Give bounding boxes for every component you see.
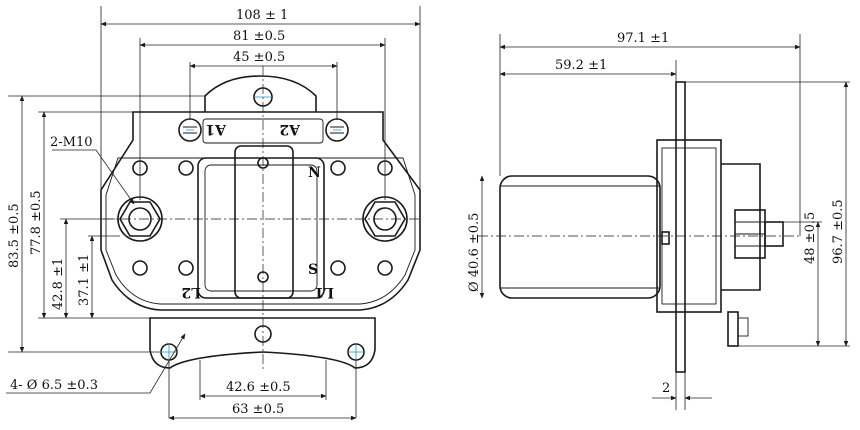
dim-stud-height-side: 48 ±0.5 [803,212,818,264]
front-extension-lines [100,6,421,418]
pole-n-label: N [308,165,321,181]
coil-can-edges [500,185,660,289]
dim-stud-height-2: 37.1 ±1 [77,254,92,306]
hole-callout-leader [6,333,186,394]
dim-total-height: 96.7 ±0.5 [831,199,846,264]
dim-height: 83.5 ±0.5 [7,203,22,268]
terminal-a2-label: A2 [279,121,301,137]
coil-cover-center-strip [234,145,294,299]
dim-stud-height: 42.8 ±1 [51,258,66,310]
coil-cover [197,157,325,299]
coil-cover-inner [204,164,318,292]
screw [178,260,194,276]
thread-callout: 2-M10 [50,135,93,150]
screw [178,160,194,176]
dim-overall-width: 108 ± 1 [236,8,288,23]
front-extension-lines-h [8,95,205,353]
pole-s-label: S [308,262,318,278]
dim-bottom-holes: 42.6 ±0.5 [226,380,291,395]
side-stud-nut-faces [735,221,765,247]
dim-diameter: Ø 40.6 ±0.5 [467,213,482,292]
screw [132,260,148,276]
terminal-l1-label: L1 [314,284,334,300]
screw [330,160,346,176]
side-view: 97.1 ±1 59.2 ±1 Ø 40.6 ±0.5 48 ±0.5 96.7… [467,31,850,410]
dim-top-holes: 45 ±0.5 [233,50,285,65]
side-small-terminal-cap [737,317,749,337]
side-small-terminal [727,311,739,347]
terminal-l2-label: L2 [181,284,201,300]
dim-body-length: 59.2 ±1 [555,58,607,73]
thread-callout-leader [52,149,135,205]
top-mount-tab [204,75,317,112]
screw [377,260,393,276]
rear-cap [721,163,761,291]
side-extension-lines [499,34,801,410]
dim-base-width: 63 ±0.5 [232,402,284,417]
dim-mount-width: 81 ±0.5 [233,29,285,44]
main-body [100,111,421,311]
hole-callout: 4- Ø 6.5 ±0.3 [10,378,98,393]
hole-centerlines [160,96,365,361]
front-view: A1 A2 N S L2 [6,6,422,421]
terminal-a1-screw-slot [183,126,197,134]
side-stud-end [764,221,784,247]
side-mount-plate [675,81,686,373]
dim-height-2: 77.8 ±0.5 [29,190,44,255]
side-housing [656,139,722,313]
side-extension-lines-h [685,81,850,347]
dim-length: 97.1 ±1 [617,31,669,46]
cover-screws [132,160,393,276]
screw [330,260,346,276]
terminal-a2-screw-slot [330,126,344,134]
terminal-a1-label: A1 [205,121,227,137]
bottom-bracket [149,317,376,369]
side-small-tab [661,231,670,245]
coil-can [499,175,661,299]
body-inner-flange [105,157,416,305]
side-housing-inner [661,147,717,305]
dim-plate-thickness: 2 [662,381,670,396]
